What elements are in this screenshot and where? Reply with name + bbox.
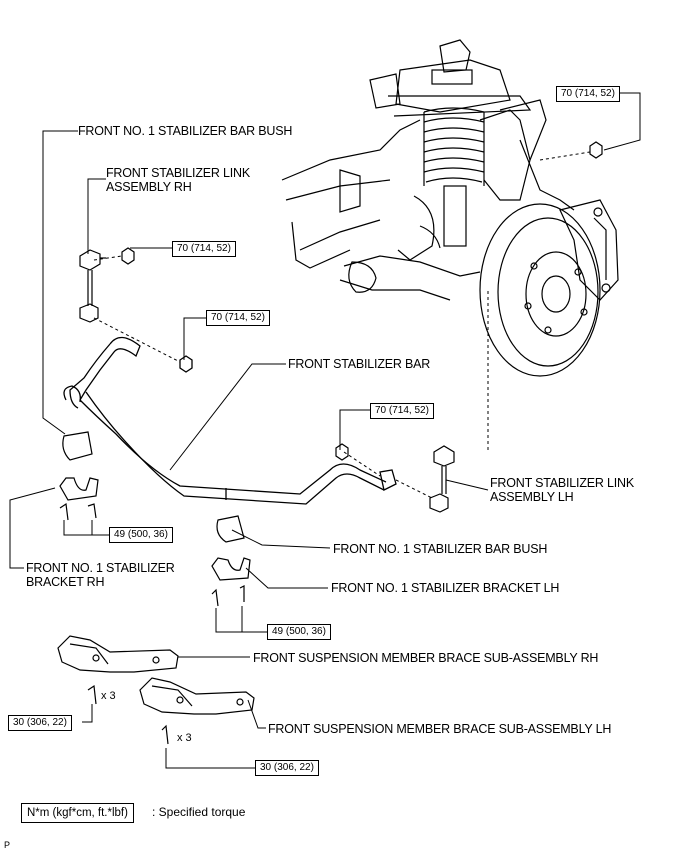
suspension-assembly	[281, 39, 619, 377]
torque-bar-nut: 70 (714, 52)	[206, 310, 270, 326]
label-brace-lh: FRONT SUSPENSION MEMBER BRACE SUB-ASSEMB…	[268, 722, 612, 736]
label-link-rh-line1: FRONT STABILIZER LINK	[106, 166, 250, 180]
leader-lines	[9, 92, 641, 769]
multiplier-brace-lh: x 3	[177, 732, 192, 744]
torque-top: 70 (714, 52)	[556, 86, 620, 102]
torque-brace-rh: 30 (306, 22)	[8, 715, 72, 731]
legend-unit-box: N*m (kgf*cm, ft.*lbf)	[21, 803, 134, 823]
label-bracket-lh: FRONT NO. 1 STABILIZER BRACKET LH	[331, 581, 560, 595]
torque-link-lh: 70 (714, 52)	[370, 403, 434, 419]
label-link-lh-line2: ASSEMBLY LH	[490, 490, 574, 504]
torque-bracket-lh: 49 (500, 36)	[267, 624, 331, 640]
brace-shapes	[57, 635, 255, 715]
label-stabilizer-bar: FRONT STABILIZER BAR	[288, 357, 431, 371]
torque-brace-lh: 30 (306, 22)	[255, 760, 319, 776]
label-bracket-rh-line1: FRONT NO. 1 STABILIZER	[26, 561, 175, 575]
torque-bracket-rh: 49 (500, 36)	[109, 527, 173, 543]
stabilizer-bar-shape	[63, 336, 397, 505]
label-link-rh-line2: ASSEMBLY RH	[106, 180, 192, 194]
label-brace-rh: FRONT SUSPENSION MEMBER BRACE SUB-ASSEMB…	[253, 651, 599, 665]
stabilizer-link-rh	[79, 247, 135, 323]
legend-text: : Specified torque	[152, 805, 246, 819]
stabilizer-link-lh	[335, 443, 455, 513]
label-bracket-rh-line2: BRACKET RH	[26, 575, 105, 589]
multiplier-brace-rh: x 3	[101, 690, 116, 702]
label-link-lh-line1: FRONT STABILIZER LINK	[490, 476, 634, 490]
torque-link-rh: 70 (714, 52)	[172, 241, 236, 257]
label-bush-lh: FRONT NO. 1 STABILIZER BAR BUSH	[333, 542, 548, 556]
bush-bracket-shapes	[59, 431, 251, 745]
corner-mark: P	[4, 840, 11, 850]
label-bush-rh: FRONT NO. 1 STABILIZER BAR BUSH	[78, 124, 293, 138]
